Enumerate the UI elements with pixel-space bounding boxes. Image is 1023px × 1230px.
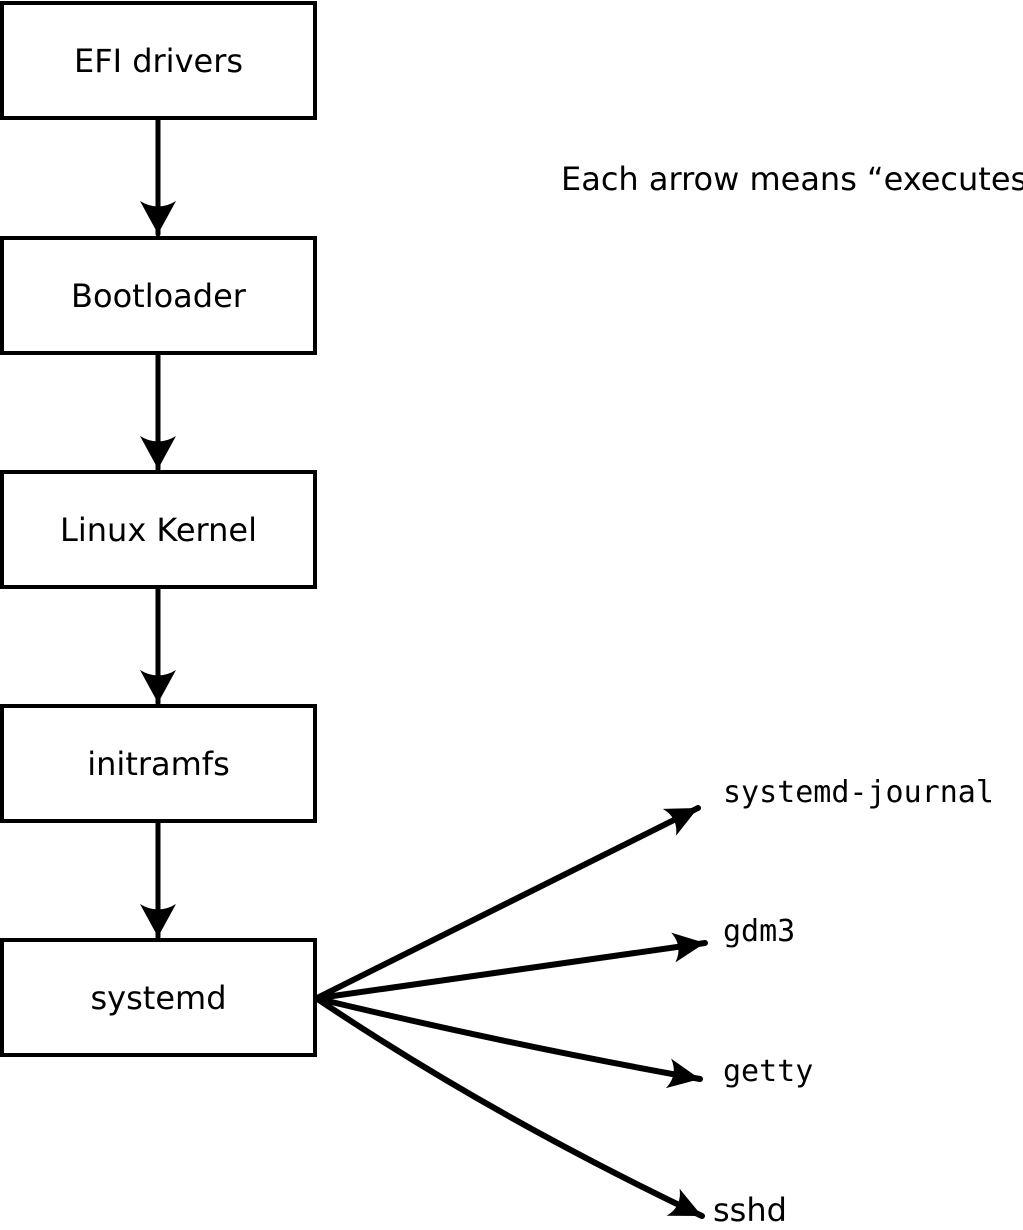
label-getty: getty xyxy=(723,1054,814,1089)
label-sshd: sshd xyxy=(713,1191,787,1229)
edge-systemd-to-gdm3 xyxy=(316,932,708,1001)
node-label: systemd xyxy=(90,978,227,1017)
node-linux-kernel: Linux Kernel xyxy=(0,470,317,589)
arrow-meaning-note: Each arrow means “executes”. xyxy=(561,160,1023,198)
edge-systemd-to-getty xyxy=(316,996,703,1089)
node-bootloader: Bootloader xyxy=(0,236,317,355)
node-label: EFI drivers xyxy=(73,41,244,80)
edge-systemd-to-sshd xyxy=(316,997,705,1219)
node-initramfs: initramfs xyxy=(0,704,317,823)
node-label: Linux Kernel xyxy=(60,510,257,549)
label-gdm3: gdm3 xyxy=(723,914,796,949)
node-efi-drivers: EFI drivers xyxy=(0,1,317,120)
node-label: Bootloader xyxy=(71,276,246,315)
edge-systemd-to-journal xyxy=(316,805,701,1000)
node-systemd: systemd xyxy=(0,938,317,1057)
label-systemd-journal: systemd-journal xyxy=(723,775,994,810)
node-label: initramfs xyxy=(87,744,230,783)
